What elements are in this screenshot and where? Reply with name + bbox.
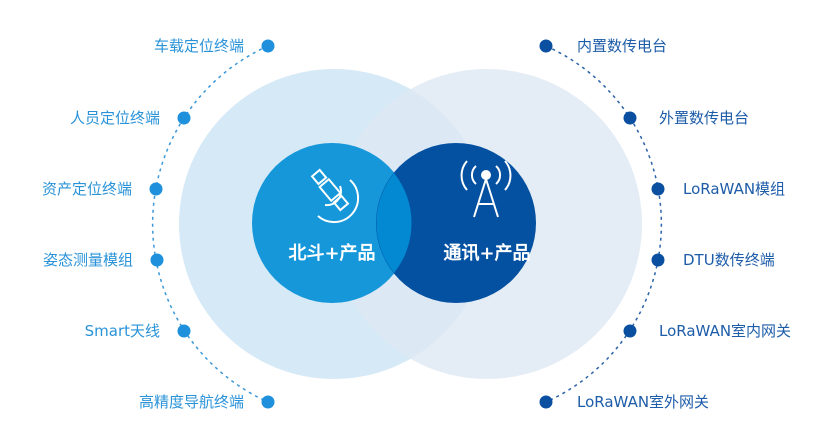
left-bullet-dot (261, 395, 275, 409)
left-bullet-dot (261, 39, 275, 53)
antenna-tower-icon (460, 160, 512, 218)
signal-arcs (317, 179, 360, 224)
right-item: LoRaWAN模组 (683, 180, 786, 198)
right-item: LoRaWAN室内网关 (659, 322, 792, 340)
right-bullet-dot (623, 324, 637, 338)
right-item: 外置数传电台 (659, 109, 750, 127)
right-dashed-arc (545, 45, 663, 403)
right-bullet-dot (539, 39, 553, 53)
left-item: 高精度导航终端 (138, 393, 244, 411)
left-dashed-arc (151, 45, 269, 403)
left-item: Smart天线 (84, 322, 160, 340)
left-bullet-dot (177, 111, 191, 125)
comm-title: 通讯+产品 (443, 243, 531, 264)
left-item: 人员定位终端 (69, 109, 160, 127)
right-bullet-dot (623, 111, 637, 125)
left-item: 姿态测量模组 (42, 251, 133, 269)
right-bullet-dot (651, 182, 665, 196)
left-bullet-dot (177, 324, 191, 338)
right-bullet-dot (651, 253, 665, 267)
right-item: 内置数传电台 (577, 37, 668, 55)
inner-overlap (376, 173, 412, 273)
right-item: DTU数传终端 (683, 251, 775, 269)
left-bullet-dot (150, 253, 164, 267)
left-item: 车载定位终端 (153, 37, 244, 55)
left-item: 资产定位终端 (41, 180, 132, 198)
left-bullet-dot (149, 182, 163, 196)
right-item: LoRaWAN室外网关 (577, 393, 710, 411)
beidou-title: 北斗+产品 (288, 243, 376, 264)
right-bullet-dot (539, 395, 553, 409)
